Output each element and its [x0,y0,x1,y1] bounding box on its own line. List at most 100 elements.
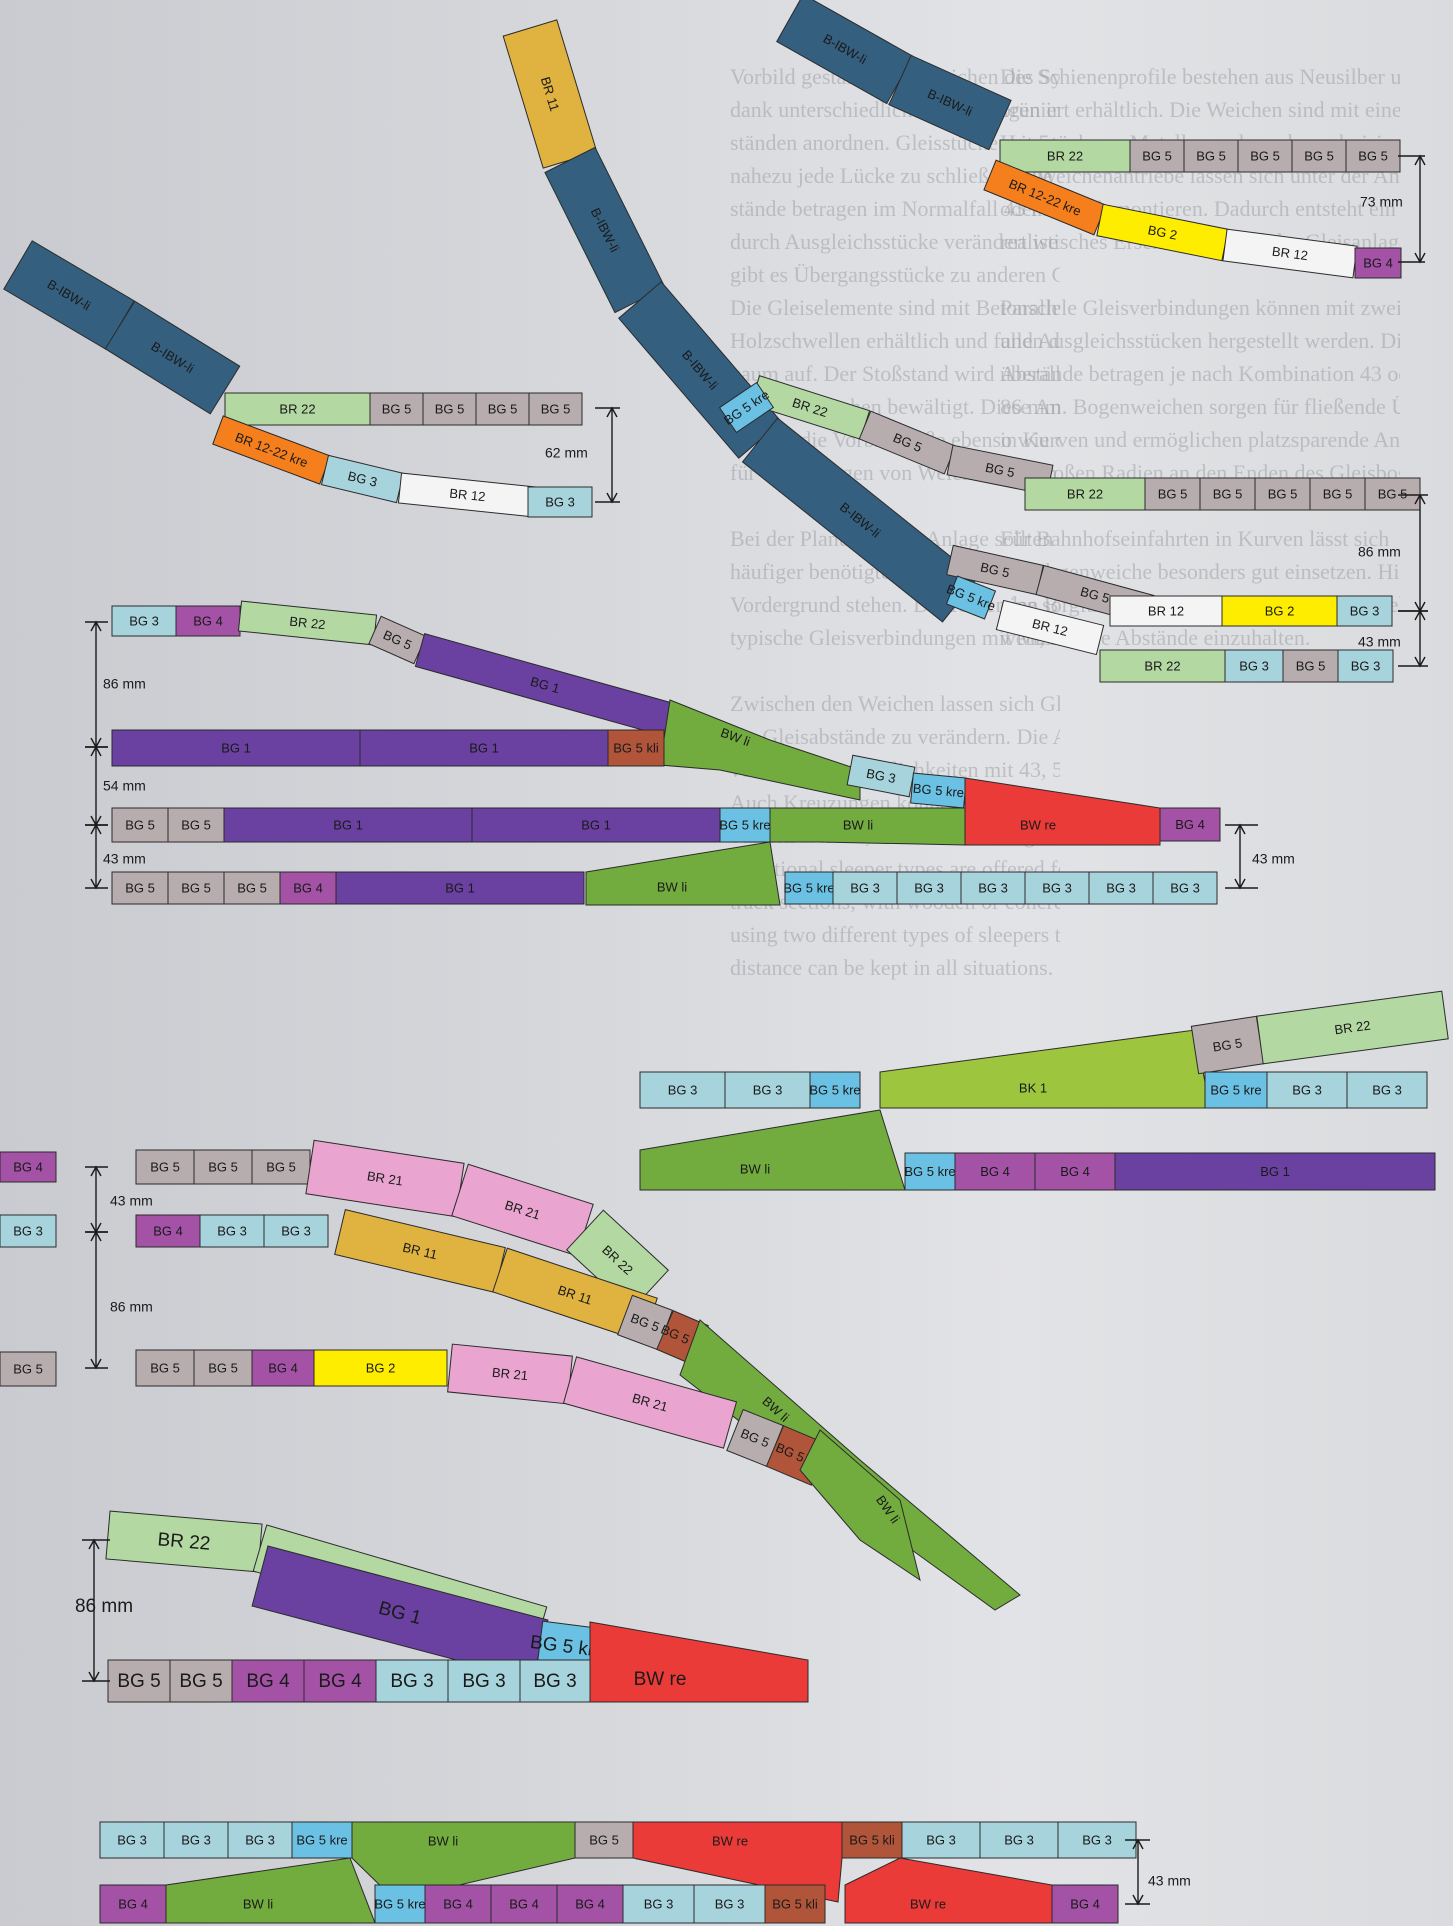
track-piece-bg1 [223,807,473,843]
track-piece-bg3 [99,1821,165,1859]
track-piece-bg5kre [291,1821,353,1859]
track-piece-bg5kli [841,1821,903,1859]
track-piece-bg4 [1159,807,1221,842]
track-piece-bg5 [528,392,583,426]
piece-label-bg5kre: BG 5 kre [719,817,770,832]
track-piece-bg4 [303,1659,377,1703]
dimension-label: 43 mm [110,1193,153,1209]
piece-label-bwre: BW re [634,1669,687,1690]
track-piece-br22 [1024,477,1146,511]
dimension-d86: 86 mm [85,620,146,749]
piece-label-bg5: BG 5 [13,1361,43,1376]
dimension-label: 86 mm [110,1299,153,1315]
piece-label-bg5kre: BG 5 kre [374,1896,425,1911]
switch-bwli [769,807,966,846]
track-piece-bg1 [1114,1152,1436,1191]
track-piece-br12: BR 12 [1222,228,1358,279]
track-piece-bibwli: B-IBW-li [741,417,979,623]
piece-label-bwre: BW re [910,1896,946,1911]
track-piece-bg5kre [374,1884,426,1924]
track-piece-bg3 [447,1659,521,1703]
piece-label-bwli: BW li [243,1896,273,1911]
track-piece-bg3 [693,1884,766,1924]
piece-label-br21: BR 21 [366,1168,404,1188]
piece-label-bg4: BG 4 [153,1223,183,1238]
piece-label-bg3: BG 3 [1351,658,1381,673]
piece-label-bg5: BG 5 [1213,486,1243,501]
track-piece-bg3 [1024,871,1090,905]
dimension-d86: 86 mm [75,1538,133,1683]
switch-bwli [351,1821,576,1901]
track-piece-bg5kre: BG 5 kre [910,772,967,809]
dimension-label: 43 mm [1148,1873,1191,1889]
switch-bwli [799,1429,921,1582]
piece-label-bg4: BG 4 [509,1896,539,1911]
piece-label-bg5: BG 5 [1142,148,1172,163]
track-piece-br21: BR 21 [562,1356,738,1449]
piece-label-bg5: BG 5 [181,817,211,832]
piece-label-bg5: BG 5 [1296,658,1326,673]
piece-label-bg3: BG 3 [1004,1832,1034,1847]
track-piece-br22: BR 22 [105,1510,263,1573]
track-piece-br12 [1109,595,1223,627]
track-piece-bg3 [979,1821,1059,1859]
track-piece-bibwli: B-IBW-li [104,300,241,415]
piece-label-bg3: BG 3 [281,1223,311,1238]
piece-label-bg5: BG 5 [1250,148,1280,163]
piece-label-bg5kli: BG 5 kli [849,1832,895,1847]
piece-label-bg3: BG 3 [1372,1082,1402,1097]
piece-label-bg5: BG 5 [435,401,465,416]
track-piece-bg5 [1291,139,1347,173]
track-piece-bg3 [901,1821,981,1859]
track-piece-bg5: BG 5 [858,410,957,475]
track-piece-bg3 [622,1884,695,1924]
piece-label-bwli: BW li [740,1161,770,1176]
dimension-label: 86 mm [103,676,146,692]
track-piece-bg5 [251,1149,311,1185]
track-piece-bg3 [1336,595,1393,627]
piece-label-bg3: BG 3 [668,1082,698,1097]
piece-label-bg3: BG 3 [715,1896,745,1911]
track-piece-bg5: BG 5 [616,1294,674,1351]
piece-label-bk1: BK 1 [1019,1080,1047,1095]
track-piece-bg5 [111,807,169,843]
piece-label-bg3: BG 3 [1106,880,1136,895]
switch-bwre [844,1857,1053,1924]
dimension-d43: 43 mm [1125,1838,1191,1906]
piece-label-br22: BR 22 [1144,658,1180,673]
dimension-d62: 62 mm [545,406,620,504]
piece-label-bg3: BG 3 [850,880,880,895]
switch-bwre [589,1621,809,1703]
switch-bwli [639,1109,906,1191]
track-piece-bg2 [313,1349,448,1387]
switch-bwli [585,841,781,906]
track-piece-bibwli: B-IBW-li [888,54,1012,151]
piece-label-bg5kli: BG 5 kli [772,1896,818,1911]
track-piece-bg3 [1346,1071,1428,1109]
track-piece-bg1 [359,729,609,767]
piece-label-bg3: BG 3 [978,880,1008,895]
track-piece-bg5 [223,871,281,905]
piece-label-bg4: BG 4 [1060,1164,1090,1179]
piece-label-bg4: BG 4 [293,880,323,895]
track-piece-bg5kre [809,1071,861,1109]
piece-label-br22: BR 22 [289,614,326,633]
piece-label-bg3: BG 3 [533,1671,576,1692]
track-piece-bg3 [227,1821,293,1859]
piece-label-bg5: BG 5 [979,559,1011,580]
dimension-d54: 54 mm [85,745,146,827]
track-piece-br22: BR 22 [1256,990,1449,1065]
piece-label-bg4: BG 4 [1175,817,1205,832]
track-piece-bg3 [832,871,898,905]
piece-label-bg5: BG 5 [117,1671,160,1692]
piece-label-bg5kre: BG 5 kre [1210,1082,1261,1097]
piece-label-bg4: BG 4 [1363,255,1393,270]
piece-label-bg1: BG 1 [469,740,499,755]
track-piece-bg5 [1345,139,1401,173]
piece-label-bg4: BG 4 [193,613,223,628]
piece-label-bg1: BG 1 [581,817,611,832]
track-piece-br22 [224,392,371,426]
piece-label-bg5: BG 5 [125,880,155,895]
piece-label-bg4: BG 4 [443,1896,473,1911]
